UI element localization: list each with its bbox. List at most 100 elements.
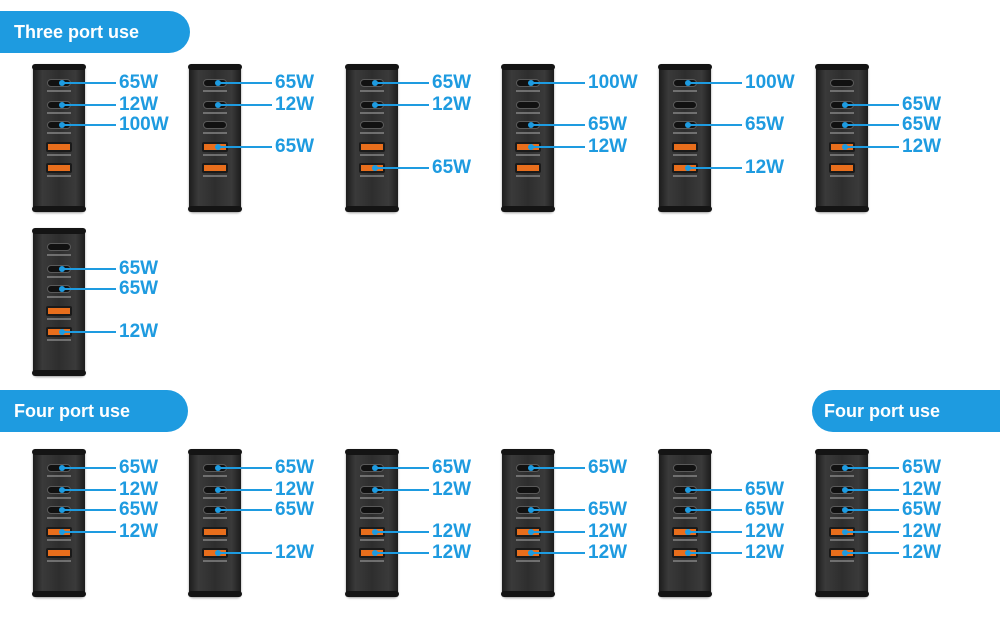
port-engraving [830,175,854,177]
callout-dot [685,550,691,556]
callout-line [220,467,272,469]
port-engraving [830,112,854,114]
callout-line [690,509,742,511]
port-engraving [830,475,854,477]
port-engraving [203,560,227,562]
callout-dot [215,507,221,513]
port-engraving [47,296,71,298]
port-engraving [516,90,540,92]
port-engraving [360,539,384,541]
callout-dot [59,329,65,335]
port-power-value: 12W [902,542,942,563]
callout-dot [842,507,848,513]
callout-dot [215,80,221,86]
callout-dot [215,465,221,471]
port-power-value: 65W [432,72,472,93]
charger-device [32,449,86,597]
callout-dot [59,80,65,86]
callout-dot [842,550,848,556]
port-power-value: 12W [432,479,472,500]
callout-line [64,331,116,333]
callout-line [64,268,116,270]
callout-dot [59,507,65,513]
port-engraving [203,175,227,177]
port-power-value: 100W [119,114,169,135]
four-port-heading-right: Four port use [812,390,1000,432]
port-engraving [47,90,71,92]
callout-line [847,467,899,469]
usb-c-port [516,486,540,494]
callout-line [377,167,429,169]
callout-line [533,124,585,126]
usb-a-port [202,527,228,537]
port-engraving [673,154,697,156]
callout-dot [842,529,848,535]
port-engraving [673,475,697,477]
callout-dot [59,529,65,535]
port-power-value: 65W [588,114,628,135]
callout-dot [215,487,221,493]
port-engraving [360,90,384,92]
callout-dot [59,465,65,471]
callout-dot [528,529,534,535]
callout-line [220,104,272,106]
port-power-value: 12W [745,521,785,542]
charger-device [658,449,712,597]
usb-a-port [46,163,72,173]
usb-a-port [829,163,855,173]
callout-line [64,531,116,533]
port-power-value: 65W [119,278,159,299]
port-power-value: 12W [588,136,628,157]
usb-c-port [673,101,697,109]
callout-dot [528,80,534,86]
port-power-value: 65W [275,72,315,93]
callout-line [690,82,742,84]
callout-dot [372,102,378,108]
callout-dot [842,122,848,128]
port-engraving [203,497,227,499]
port-engraving [516,539,540,541]
port-engraving [47,560,71,562]
four-port-heading-left: Four port use [0,390,188,432]
port-engraving [830,560,854,562]
callout-line [533,552,585,554]
port-engraving [516,517,540,519]
port-power-value: 65W [119,457,159,478]
callout-dot [528,550,534,556]
callout-line [847,509,899,511]
charger-device [501,64,555,212]
callout-line [377,82,429,84]
port-engraving [47,112,71,114]
charger-device [501,449,555,597]
callout-line [847,531,899,533]
port-power-value: 65W [275,136,315,157]
callout-line [220,552,272,554]
port-engraving [516,132,540,134]
port-power-value: 100W [745,72,795,93]
callout-dot [372,487,378,493]
port-power-value: 100W [588,72,638,93]
port-power-value: 12W [588,542,628,563]
port-engraving [360,175,384,177]
callout-line [533,82,585,84]
callout-line [690,124,742,126]
callout-line [377,552,429,554]
callout-dot [59,266,65,272]
port-power-value: 65W [588,457,628,478]
port-engraving [830,154,854,156]
callout-dot [685,529,691,535]
port-power-value: 65W [745,479,785,500]
usb-c-port [673,464,697,472]
port-power-value: 12W [432,94,472,115]
callout-line [220,509,272,511]
usb-a-port [46,306,72,316]
usb-c-port [830,79,854,87]
charger-device [32,228,86,376]
port-power-value: 12W [275,94,315,115]
callout-line [377,467,429,469]
port-power-value: 65W [119,72,159,93]
port-engraving [516,154,540,156]
port-engraving [830,539,854,541]
port-engraving [673,497,697,499]
usb-c-port [203,121,227,129]
